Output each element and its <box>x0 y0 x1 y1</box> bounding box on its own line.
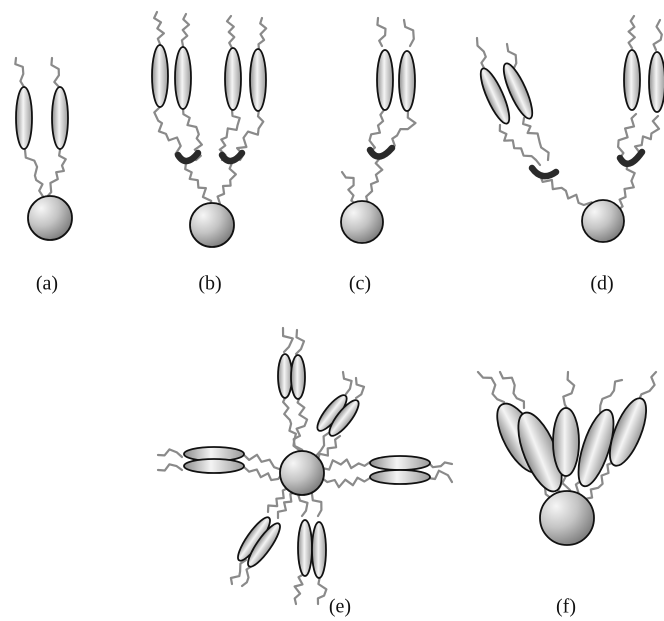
chain-tail <box>51 58 59 87</box>
rodlike-mesogen <box>184 459 244 473</box>
rodlike-mesogen <box>298 520 312 576</box>
rodlike-mesogen <box>278 354 292 398</box>
chain-tail <box>404 20 414 46</box>
chain-tail <box>182 14 189 46</box>
chain-spacer <box>312 494 321 516</box>
chain-spacer <box>523 118 549 160</box>
panel-label-a: (a) <box>36 273 58 296</box>
chain-spacer <box>366 158 382 204</box>
chain-tail <box>231 560 246 584</box>
chain-spacer <box>322 478 370 488</box>
panel-label-e: (e) <box>329 596 351 619</box>
rodlike-mesogen <box>377 50 393 110</box>
core-sphere <box>540 491 594 545</box>
rodlike-mesogen <box>553 408 579 476</box>
chain-tail <box>242 566 252 586</box>
chain-tail <box>342 172 356 204</box>
rodlike-mesogen <box>225 48 241 110</box>
chain-spacer <box>294 396 307 456</box>
chain-tail <box>356 378 364 398</box>
rodlike-mesogen <box>649 52 664 112</box>
rodlike-mesogen <box>16 87 32 149</box>
chain-tail <box>227 16 234 48</box>
rodlike-mesogen <box>312 522 326 578</box>
chain-tail <box>158 464 182 470</box>
chain-tail <box>283 328 293 352</box>
chain-spacer <box>618 114 636 158</box>
chain-tail <box>295 574 304 604</box>
chain-spacer <box>390 110 416 150</box>
linker-unit <box>532 168 556 176</box>
chain-spacer <box>618 162 635 210</box>
rodlike-mesogen <box>370 470 430 484</box>
panel-label-b: (b) <box>198 273 221 296</box>
core-sphere <box>190 203 234 247</box>
chain-spacer <box>540 175 595 208</box>
chain-spacer <box>298 494 308 516</box>
chain-tail <box>478 372 504 402</box>
linker-unit <box>370 148 392 157</box>
chain-tail <box>377 18 385 46</box>
panel-label-f: (f) <box>556 596 576 619</box>
core-sphere <box>280 451 324 495</box>
chain-tail <box>428 471 452 482</box>
rodlike-mesogen <box>624 50 640 110</box>
chain-tail <box>259 18 267 50</box>
chain-tail <box>296 330 304 354</box>
chain-tail <box>477 38 486 68</box>
chain-spacer <box>46 150 66 198</box>
rodlike-mesogen <box>399 51 415 111</box>
linker-unit <box>178 153 198 161</box>
chain-spacer <box>214 163 236 208</box>
rodlike-mesogen <box>291 355 305 399</box>
chain-spacer <box>244 455 282 470</box>
rodlike-mesogen <box>370 456 430 470</box>
chain-spacer <box>370 110 385 152</box>
rodlike-mesogen <box>152 45 168 107</box>
chain-tail <box>158 449 182 457</box>
chain-tail <box>629 16 635 48</box>
chain-tail <box>563 372 574 410</box>
chain-tail <box>654 20 662 50</box>
chain-spacer <box>278 492 296 518</box>
core-sphere <box>28 196 72 240</box>
chain-spacer <box>185 163 211 208</box>
chain-tail <box>343 372 352 394</box>
chain-tail <box>15 58 24 87</box>
body-layer <box>16 45 664 578</box>
panel-label-d: (d) <box>590 273 613 296</box>
chain-spacer <box>500 125 540 165</box>
core-sphere <box>341 201 383 243</box>
linker-layer <box>178 148 642 176</box>
chain-spacer <box>322 460 370 470</box>
chain-tail <box>318 576 327 604</box>
rodlike-mesogen <box>250 49 266 111</box>
chain-tail <box>428 462 452 467</box>
chain-spacer <box>25 150 44 198</box>
core-sphere <box>582 200 624 242</box>
panel-label-c: (c) <box>349 273 371 296</box>
rodlike-mesogen <box>52 87 68 149</box>
linker-unit <box>222 153 242 161</box>
chain-tail <box>600 380 622 412</box>
chain-tail <box>154 12 164 44</box>
rodlike-mesogen <box>175 47 191 109</box>
